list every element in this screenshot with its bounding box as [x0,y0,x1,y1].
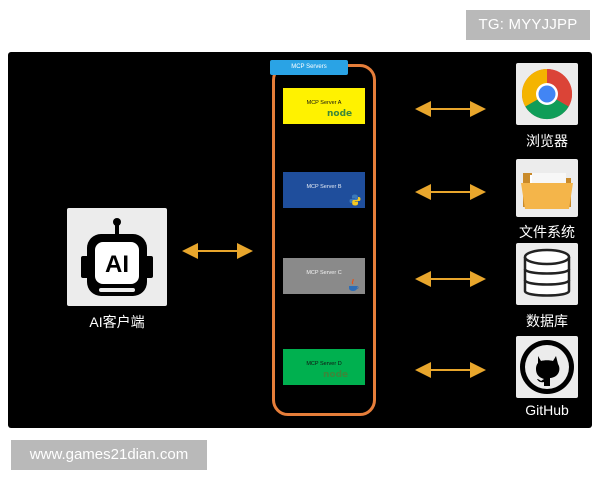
server-d-name: MCP Server D [306,361,342,367]
database-label: 数据库 [526,313,568,329]
chrome-icon [521,68,573,120]
github-label: GitHub [525,402,569,418]
watermark-top-right: TG: MYYJJPP [466,10,590,40]
java-logo-icon [349,279,359,291]
github-icon [520,340,574,394]
github-icon-box [516,336,578,398]
watermark-bottom-left: www.games21dian.com [11,440,207,470]
ai-client-label: AI客户端 [89,314,145,330]
database-icon [523,248,571,297]
mcp-server-a: MCP Server A node [283,88,365,124]
mcp-servers-tab: MCP Servers [270,60,348,75]
server-b-name: MCP Server B [306,184,342,190]
server-a-name: MCP Server A [306,100,342,106]
database-icon-box [516,243,578,305]
ai-client-icon-text: AI [105,251,129,278]
server-c-name: MCP Server C [306,270,342,276]
browser-label: 浏览器 [526,133,568,149]
filesystem-label: 文件系统 [519,224,575,240]
filesystem-icon-box [516,159,578,217]
browser-icon-box [516,63,578,125]
robot-icon: AI [81,218,153,296]
nodejs-logo-icon: node [323,370,349,380]
mcp-server-c: MCP Server C [283,258,365,294]
mcp-server-d: MCP Server D node [283,349,365,385]
python-logo-icon [349,194,361,206]
ai-client-box: AI [67,208,167,306]
folder-icon [521,173,573,209]
nodejs-logo-icon: node [327,109,353,119]
mcp-server-b: MCP Server B [283,172,365,208]
